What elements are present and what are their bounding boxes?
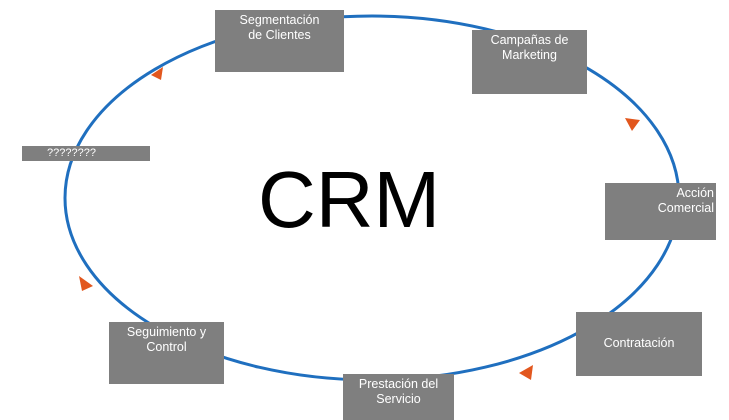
box-campanas-de-marketing: Campañas de Marketing: [472, 30, 587, 94]
center-title: CRM: [258, 155, 441, 244]
arrow-marker-top-right: [625, 118, 640, 131]
box-accion-label: Acción Comercial: [657, 186, 714, 215]
box-seguimiento-y-control: Seguimiento y Control: [109, 322, 224, 384]
arrow-marker-bottom-left: [79, 276, 93, 291]
box-prestacion-del-servicio: Prestación del Servicio: [343, 374, 454, 420]
box-segmentacion-de-clientes: Segmentación de Clientes: [215, 10, 344, 72]
arrow-marker-top-left: [151, 67, 163, 80]
cycle-arrows: [79, 67, 640, 380]
box-contratacion: Contratación: [576, 312, 702, 376]
box-accion-comercial: Acción Comercial: [605, 183, 716, 240]
arrow-marker-bottom-right: [519, 365, 533, 380]
box-unknown-step: ????????: [22, 146, 150, 161]
